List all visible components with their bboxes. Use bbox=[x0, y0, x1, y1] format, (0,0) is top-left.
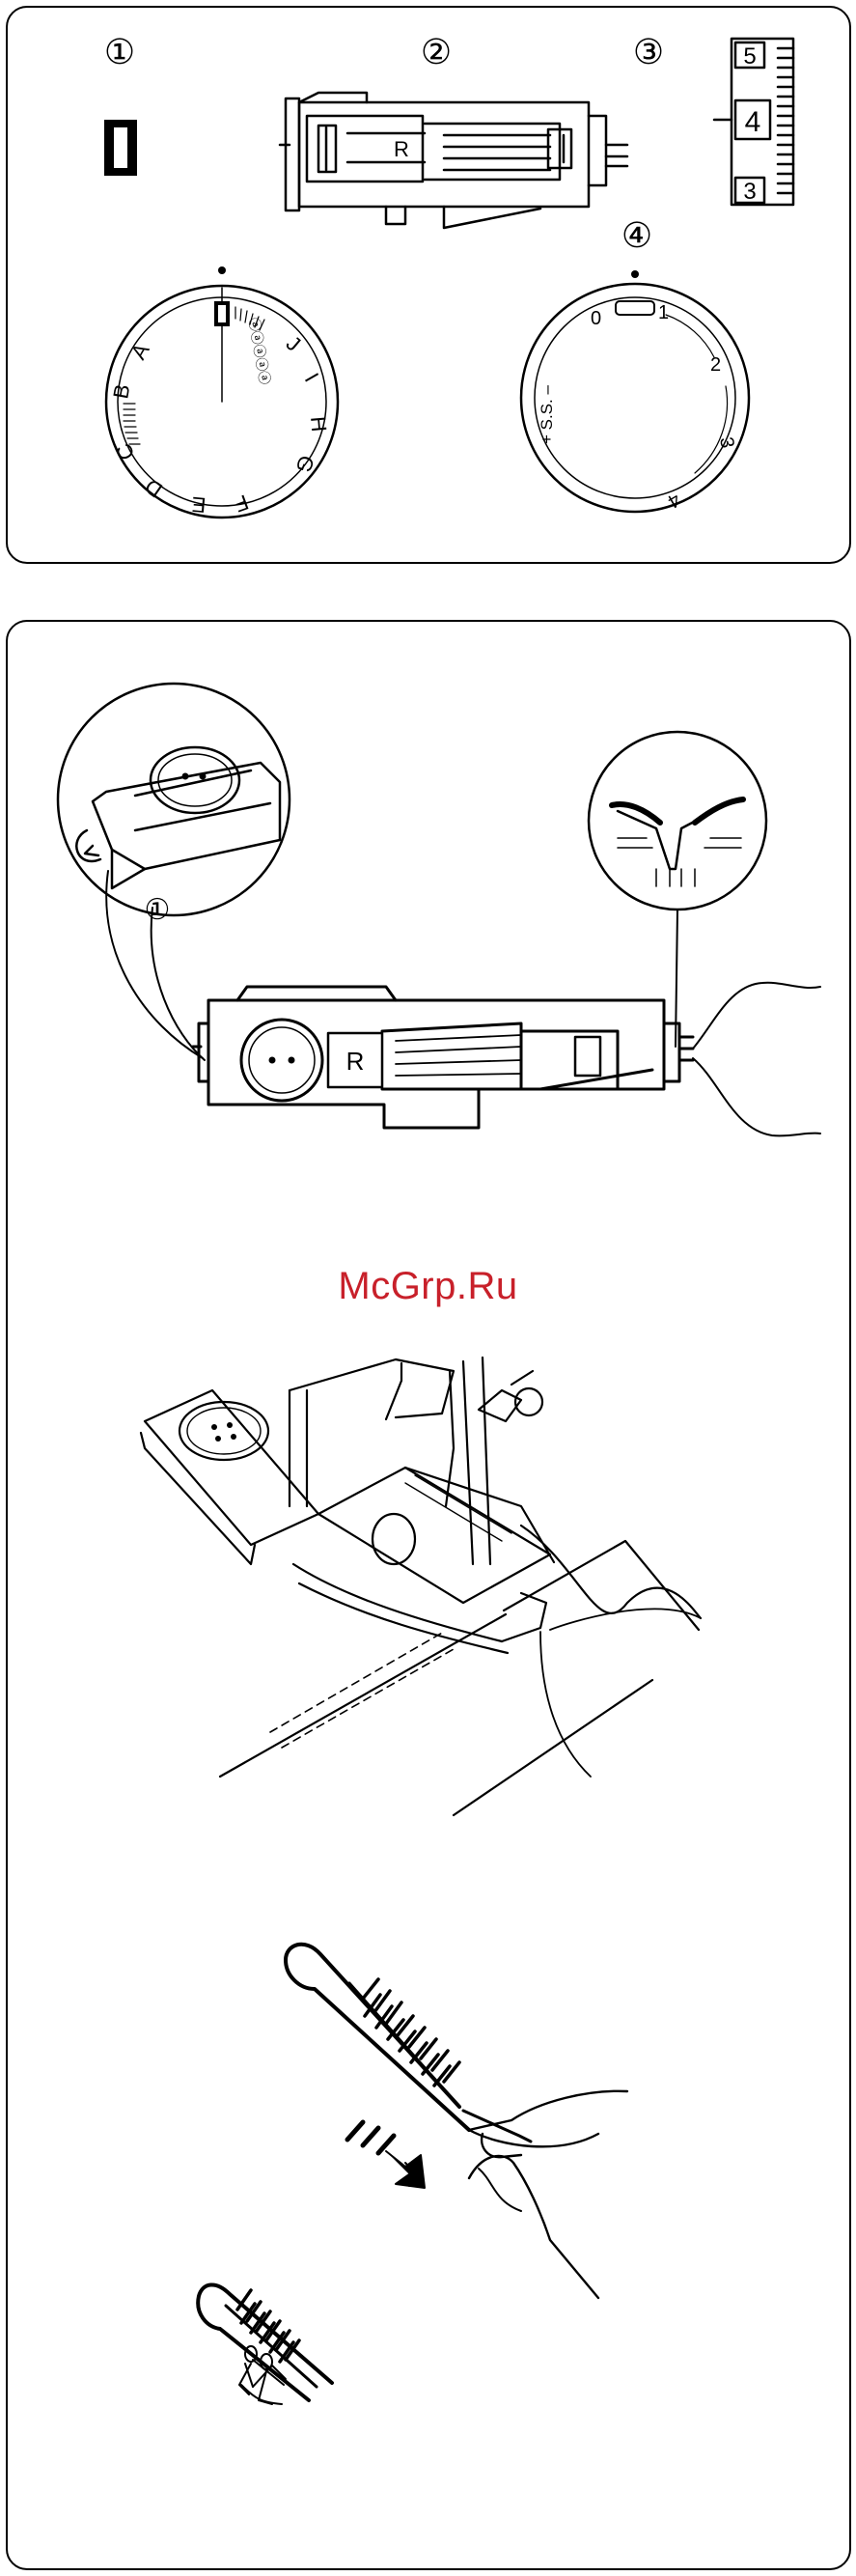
callout-4: ④ bbox=[621, 216, 652, 256]
length-number-2: 2 bbox=[710, 354, 721, 376]
buttonhole-foot-diagram: R bbox=[280, 93, 627, 228]
callout-1: ① bbox=[104, 33, 135, 72]
watermark-text: McGrp.Ru bbox=[0, 1265, 856, 1308]
buttonhole-foot-large-diagram: R bbox=[193, 983, 820, 1136]
length-number-1: 1 bbox=[658, 302, 669, 323]
dial-letter-b: B bbox=[108, 382, 134, 401]
callout-3: ③ bbox=[633, 33, 664, 72]
svg-text:R: R bbox=[394, 137, 409, 161]
scale-label-3: 3 bbox=[743, 179, 756, 205]
finishing-buttonhole-scene bbox=[198, 1945, 627, 2404]
buttonhole-symbol-icon bbox=[104, 120, 137, 176]
dial-letter-d: D bbox=[141, 474, 167, 503]
length-scale: 5 4 3 bbox=[714, 39, 793, 205]
length-number-0: 0 bbox=[591, 308, 601, 329]
dial-letter-a: A bbox=[126, 339, 154, 363]
dial-letter-f: F bbox=[232, 490, 252, 517]
dial-letter-j: J bbox=[282, 331, 305, 356]
dial-letter-e: E bbox=[191, 492, 207, 518]
scale-label-4: 4 bbox=[745, 106, 761, 138]
length-ss-label: + S.S. – bbox=[538, 385, 556, 444]
button-holder-magnifier: ① bbox=[58, 684, 290, 1060]
dial-letter-i: I bbox=[300, 369, 324, 386]
dial-letter-g: G bbox=[290, 452, 318, 476]
stitch-length-dial: 0 1 2 3 4 + S.S. – bbox=[521, 270, 749, 512]
dial-arc-label: ⓐⓐⓐⓐⓐ bbox=[246, 317, 273, 386]
callout-2: ② bbox=[421, 33, 452, 72]
sewing-machine-foot-scene bbox=[141, 1358, 701, 1815]
foot-r-label: R bbox=[346, 1047, 365, 1076]
dial-letter-h: H bbox=[306, 415, 331, 433]
pattern-selector-dial: ⓐⓐⓐⓐⓐ J I H G F E D C B A bbox=[106, 266, 338, 518]
scale-label-5: 5 bbox=[743, 43, 756, 70]
callout-1-bottom: ① bbox=[145, 893, 171, 927]
